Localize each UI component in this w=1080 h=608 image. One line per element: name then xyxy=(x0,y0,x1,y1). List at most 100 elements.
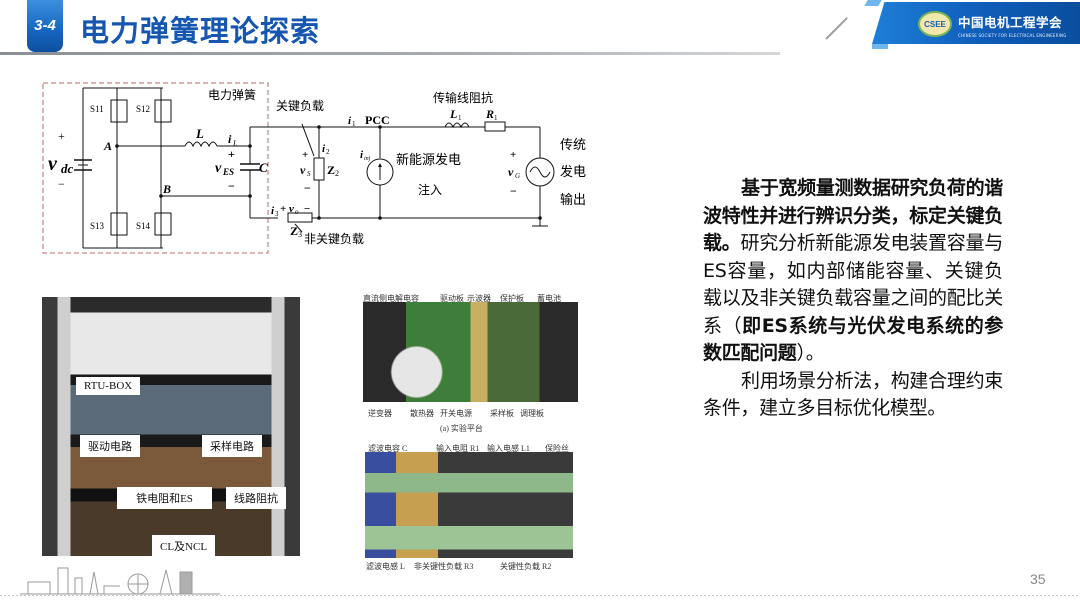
platform-label: 开关电源 xyxy=(440,409,472,418)
critical-load-label: 关键负载 xyxy=(276,99,324,113)
platform-label: 保护板 xyxy=(500,294,524,303)
svg-text:1: 1 xyxy=(494,114,498,122)
svg-text:v: v xyxy=(508,165,514,179)
svg-text:1: 1 xyxy=(352,120,356,128)
svg-text:输出: 输出 xyxy=(560,192,586,208)
rack-label: 驱动电路 xyxy=(80,435,140,457)
svg-text:B: B xyxy=(162,182,171,196)
load-label: 滤波电容 C xyxy=(368,444,408,453)
svg-text:S13: S13 xyxy=(90,221,105,231)
svg-text:+: + xyxy=(58,129,65,143)
section-badge: 3-4 xyxy=(27,0,63,52)
description-paragraph-2: 利用场景分析法，构建合理约束条件，建立多目标优化模型。 xyxy=(703,369,1003,420)
load-label: 非关键性负载 R3 xyxy=(414,562,474,571)
svg-text:传统: 传统 xyxy=(560,138,586,153)
svg-text:dc: dc xyxy=(61,161,74,176)
svg-text:L: L xyxy=(449,107,457,121)
svg-text:注入: 注入 xyxy=(418,182,442,197)
svg-text:Z: Z xyxy=(327,163,335,177)
page-number: 35 xyxy=(1030,571,1046,587)
load-label: 输入电阻 R1 xyxy=(436,444,480,453)
platform-label: 直流侧电解电容 xyxy=(363,294,419,303)
rack-label: 采样电路 xyxy=(202,435,262,457)
platform-label: 调理板 xyxy=(520,409,544,418)
svg-text:L: L xyxy=(195,126,204,141)
description-emphasis: 基于宽频量测数据研究负荷的谐波特性并进行辨识分类，标定关键负载。 xyxy=(703,177,1003,254)
svg-text:−: − xyxy=(228,179,235,193)
svg-text:i: i xyxy=(228,132,232,146)
power-spring-circuit-diagram: 电力弹簧 S11 S12 S13 S14 + − v dc A B L i L … xyxy=(40,80,600,260)
page-title: 电力弹簧理论探索 xyxy=(80,14,321,48)
csee-logo-icon: CSEE xyxy=(918,11,952,37)
line-impedance-label: 传输线阻抗 xyxy=(433,90,493,105)
svg-text:2: 2 xyxy=(335,169,339,178)
svg-text:o: o xyxy=(295,208,299,216)
description-emphasis: 即ES系统与光伏发电系统的参数匹配问题 xyxy=(703,314,1003,365)
experimental-platform-photo xyxy=(363,302,578,402)
rack-label: 线路阻抗 xyxy=(226,487,286,509)
platform-label: 逆变器 xyxy=(368,409,392,418)
svg-text:v: v xyxy=(215,161,222,176)
city-skyline-decoration xyxy=(20,567,220,595)
svg-text:发电: 发电 xyxy=(560,164,586,180)
load-label: 关键性负载 R2 xyxy=(500,562,552,571)
load-label: 保险丝 xyxy=(545,444,569,453)
load-label: 滤波电感 L xyxy=(366,562,405,571)
platform-caption: (a) 实验平台 xyxy=(440,424,483,433)
load-hardware-photo xyxy=(365,452,573,558)
svg-text:v: v xyxy=(289,203,294,215)
svg-text:i: i xyxy=(322,143,326,155)
hardware-rack-photo: RTU-BOX 驱动电路 采样电路 铁电阻和ES 线路阻抗 CL及NCL xyxy=(42,297,300,556)
footer-divider xyxy=(0,595,1080,596)
brand-subtitle: CHINESE SOCIETY FOR ELECTRICAL ENGINEERI… xyxy=(958,33,1067,38)
svg-text:v: v xyxy=(300,163,306,177)
svg-text:R: R xyxy=(485,107,494,121)
svg-text:v: v xyxy=(48,153,58,175)
svg-text:S11: S11 xyxy=(90,104,104,114)
noncritical-load-label: 非关键负载 xyxy=(304,232,364,246)
svg-text:+: + xyxy=(510,149,516,161)
svg-text:C: C xyxy=(259,160,268,175)
svg-text:新能源发电: 新能源发电 xyxy=(396,152,461,168)
platform-label: 示波器 xyxy=(467,294,491,303)
research-description: 基于宽频量测数据研究负荷的谐波特性并进行辨识分类，标定关键负载。研究分析新能源发… xyxy=(703,175,1003,423)
svg-text:−: − xyxy=(304,181,311,195)
platform-label: 散热器 xyxy=(410,409,434,418)
svg-text:+: + xyxy=(228,147,235,161)
brand-name: 中国电机工程学会 xyxy=(958,15,1063,30)
svg-text:Z: Z xyxy=(290,224,298,238)
rack-label: CL及NCL xyxy=(152,535,216,556)
brand-accent xyxy=(872,44,888,49)
svg-text:i: i xyxy=(360,149,364,161)
svg-text:3: 3 xyxy=(275,210,279,218)
brand-accent xyxy=(864,0,882,6)
power-spring-label: 电力弹簧 xyxy=(208,87,256,102)
svg-text:i: i xyxy=(348,115,352,127)
svg-text:S12: S12 xyxy=(136,104,150,114)
platform-label: 蓄电池 xyxy=(537,294,561,303)
svg-text:−: − xyxy=(58,177,65,191)
header-divider xyxy=(0,52,780,55)
load-label: 输入电感 L1 xyxy=(487,444,530,453)
svg-text:2: 2 xyxy=(326,148,330,156)
svg-text:+: + xyxy=(280,203,286,215)
svg-text:3: 3 xyxy=(298,230,302,239)
brand-banner xyxy=(872,2,1080,44)
svg-text:+: + xyxy=(302,149,308,161)
svg-text:L: L xyxy=(232,139,238,148)
description-text: 研究分析新能源发电装置容量与ES容量，如内部储能容量、关键负载以及非关键负载容量… xyxy=(703,232,1003,337)
rack-label: 铁电阻和ES xyxy=(117,487,212,509)
svg-text:PCC: PCC xyxy=(365,113,390,127)
svg-text:G: G xyxy=(515,172,520,180)
svg-text:−: − xyxy=(304,203,310,215)
platform-label: 驱动板 xyxy=(440,294,464,303)
svg-text:ES: ES xyxy=(222,167,234,177)
description-paragraph-1: 基于宽频量测数据研究负荷的谐波特性并进行辨识分类，标定关键负载。研究分析新能源发… xyxy=(703,175,1003,368)
svg-text:i: i xyxy=(271,205,275,217)
svg-text:S: S xyxy=(307,170,311,178)
svg-text:−: − xyxy=(510,184,517,198)
brand-text: 中国电机工程学会 CHINESE SOCIETY FOR ELECTRICAL … xyxy=(958,12,1067,38)
svg-text:inj: inj xyxy=(364,156,371,162)
svg-text:S14: S14 xyxy=(136,221,151,231)
svg-text:A: A xyxy=(103,139,112,153)
